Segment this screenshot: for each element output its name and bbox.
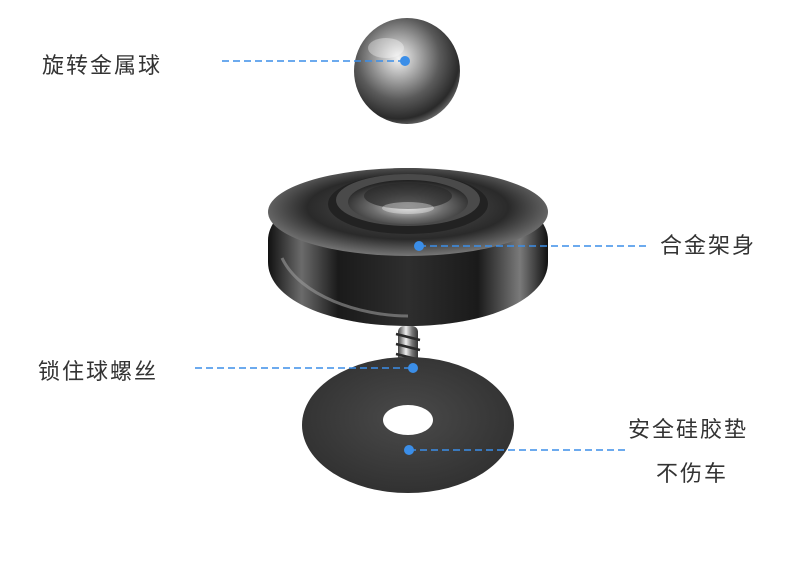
label-lock-screw: 锁住球螺丝 <box>38 362 158 384</box>
marker-dot-frame <box>414 241 424 251</box>
label-silicone-pad: 安全硅胶垫 <box>628 420 748 442</box>
label-metal-ball: 旋转金属球 <box>42 56 162 78</box>
metal-ball <box>354 18 460 124</box>
marker-dot-ball <box>400 56 410 66</box>
silicone-pad <box>302 357 514 493</box>
marker-dot-pad <box>404 445 414 455</box>
alloy-frame <box>268 168 548 326</box>
marker-dot-screw <box>408 363 418 373</box>
label-alloy-frame: 合金架身 <box>660 236 756 258</box>
label-no-car-damage: 不伤车 <box>656 464 728 486</box>
